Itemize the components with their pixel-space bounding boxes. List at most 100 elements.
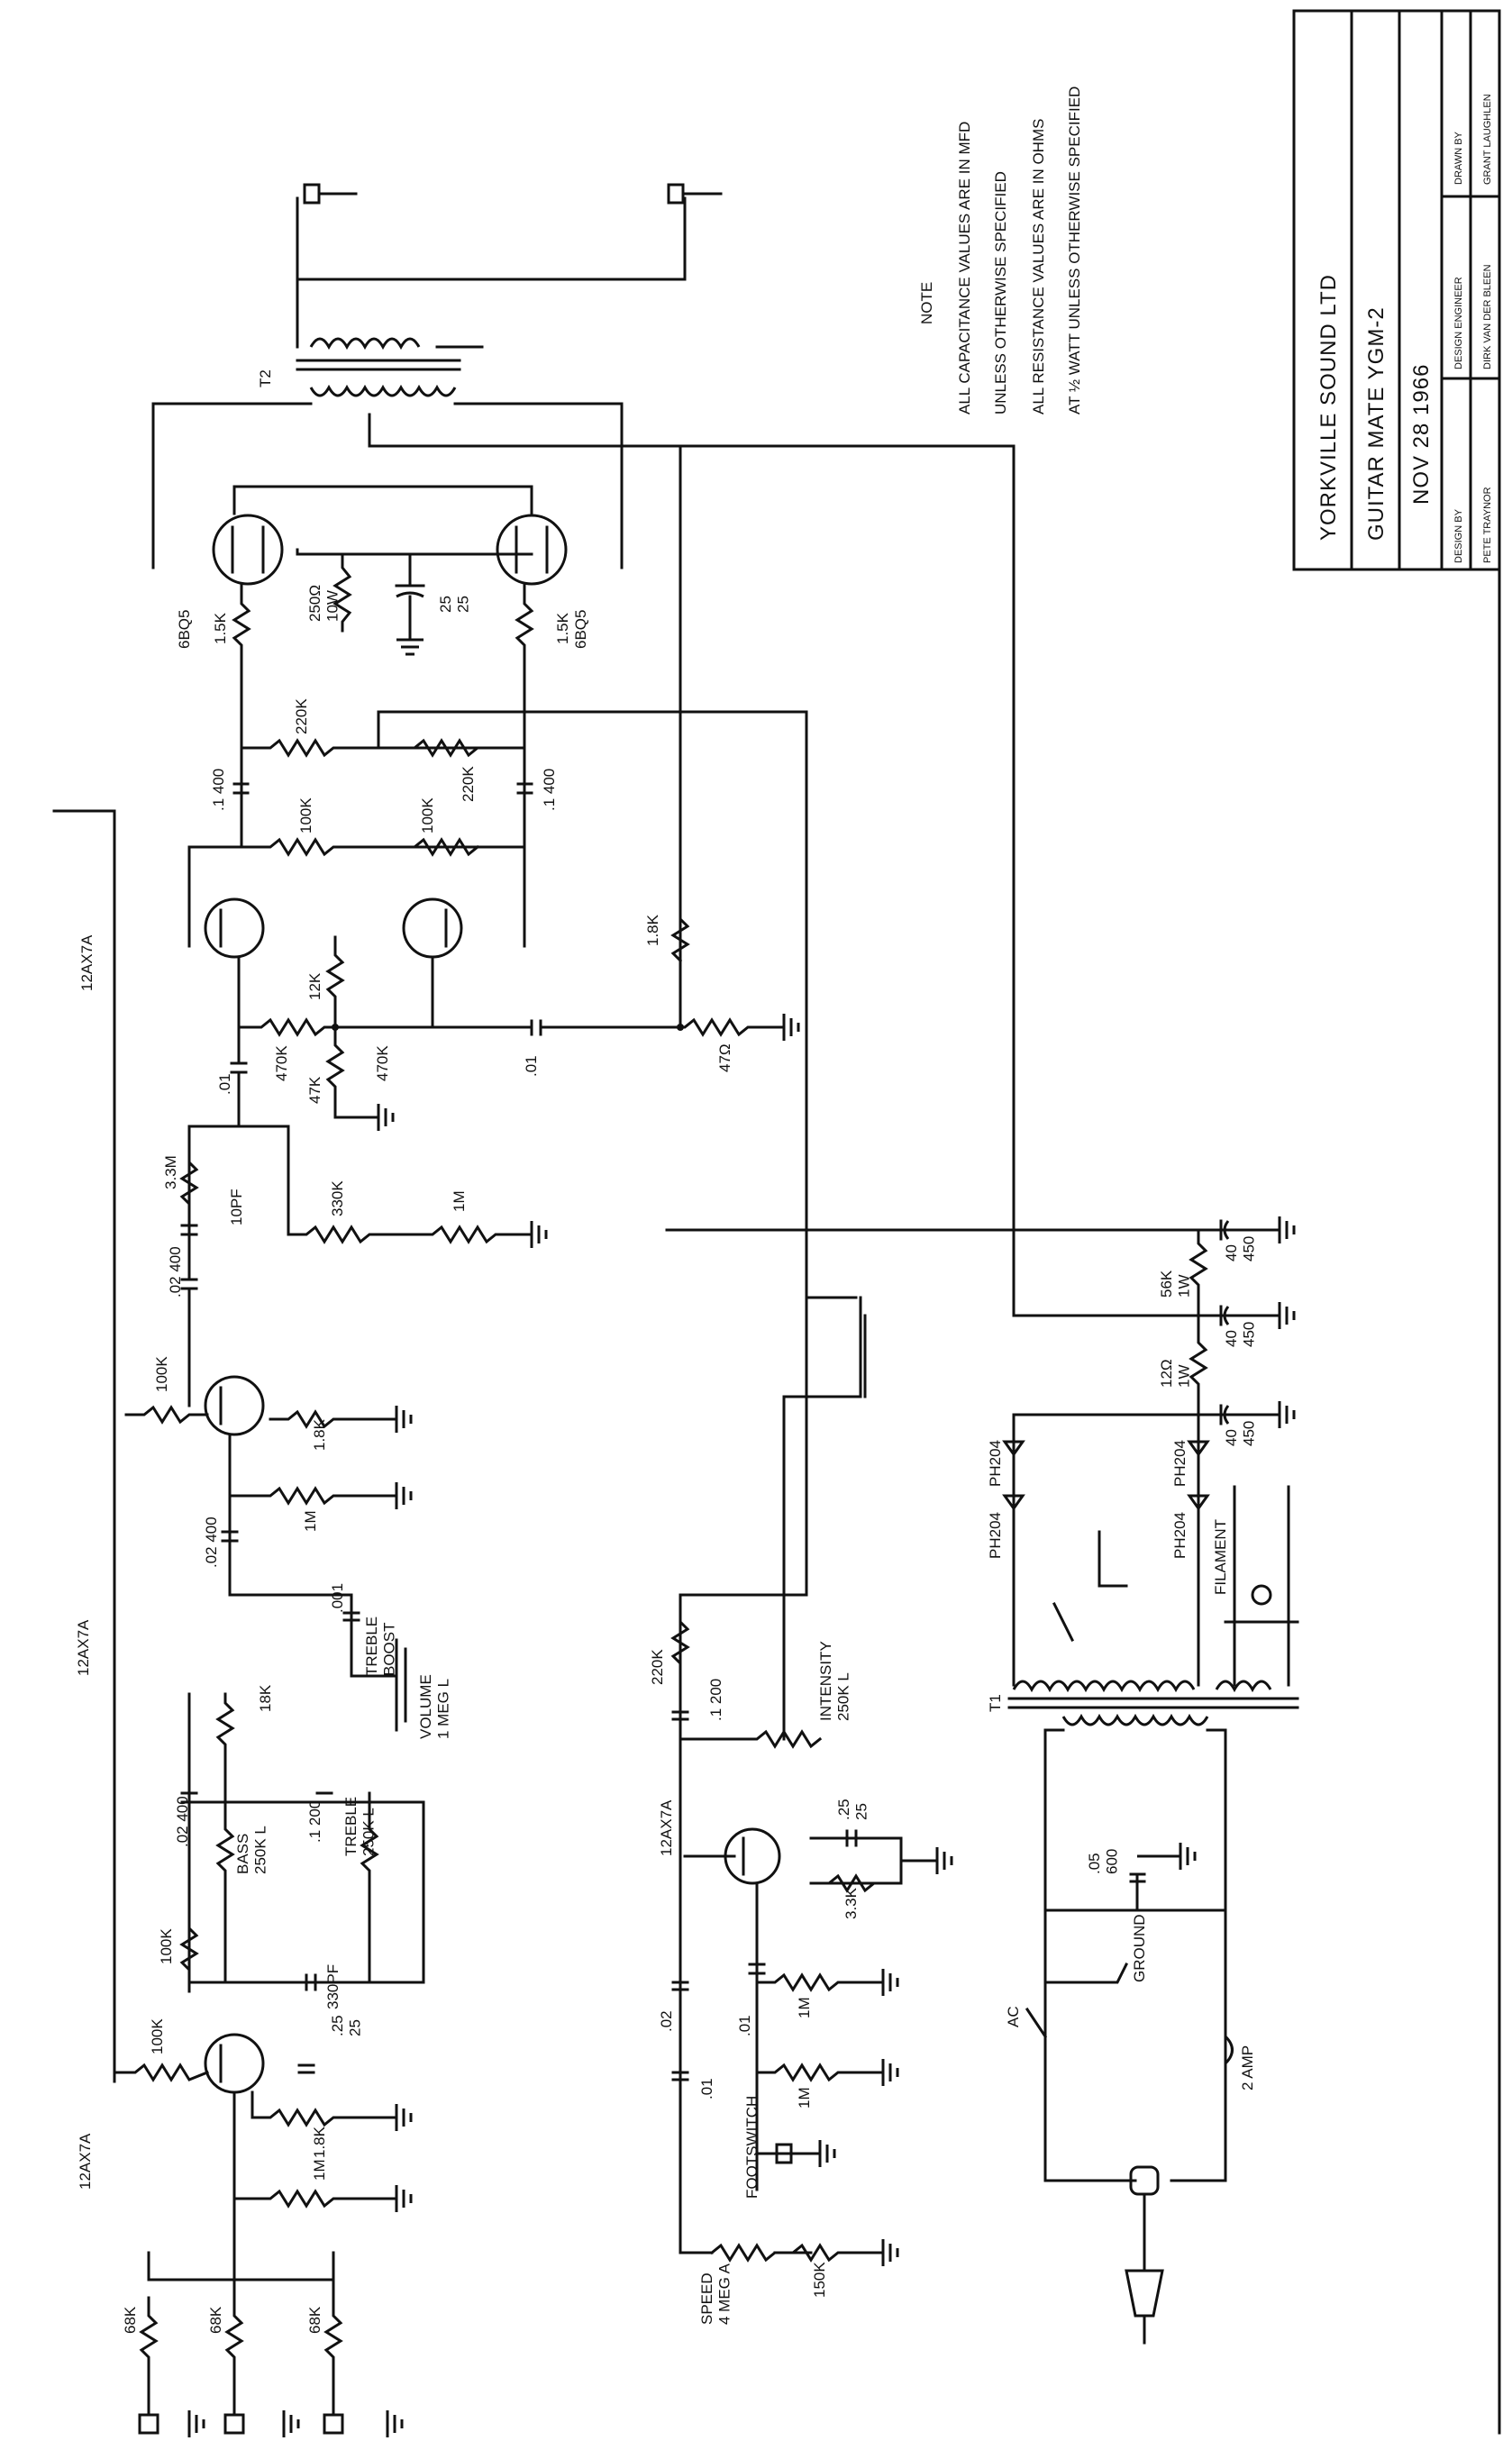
- mains-cap-label: .05600: [1086, 1849, 1121, 1874]
- pi-type: 12AX7A: [78, 934, 96, 991]
- treble-pot-label: TREBLE250K L: [342, 1797, 378, 1856]
- filter-r2-label: 12Ω1W: [1158, 1359, 1193, 1388]
- decoupling-r-label: 1.8K: [644, 914, 661, 946]
- ac-label: AC: [1005, 2006, 1022, 2027]
- pi-plate-r1-label: 100K: [297, 797, 314, 833]
- note-heading: NOTE: [918, 282, 935, 324]
- output-tube-2: 6BQ5: [496, 514, 589, 649]
- pi-r4-label: 47Ω: [716, 1043, 733, 1072]
- v1-plate-r2-label: 100K: [149, 2018, 166, 2054]
- input-jacks: 68K 68K 68K: [122, 2251, 404, 2437]
- cathode-resistor-label: 250Ω10W: [306, 585, 342, 622]
- bias-resistors: 220K 220K .1 400 .1 400: [210, 692, 808, 1299]
- tone-r-label: 18K: [257, 1684, 274, 1712]
- volume-label: VOLUME1 MEG L: [417, 1674, 452, 1739]
- footswitch-label: FOOTSWITCH: [743, 2096, 761, 2199]
- drafter-name: GRANT LAUGHLEN: [1482, 94, 1493, 185]
- v1b-c-label: .02 400: [203, 1517, 220, 1568]
- coupling-c3-label: .1 400: [541, 769, 558, 811]
- pi-cathode-network: 12K 470K 470K 47K .01 47Ω 1.8K: [237, 444, 800, 1131]
- output-tube-1: 6BQ5: [176, 514, 284, 649]
- trem-c3-label: .02: [658, 2010, 675, 2032]
- designer-name: PETE TRAYNOR: [1482, 487, 1493, 563]
- div-r3-label: 1M: [451, 1190, 468, 1212]
- note-line-3: ALL RESISTANCE VALUES ARE IN OHMS: [1030, 119, 1047, 414]
- t1-label: T1: [987, 1694, 1004, 1712]
- trem-c4-label: .01: [736, 2015, 753, 2036]
- bass-pot-label: BASS250K L: [234, 1826, 269, 1874]
- t2-label: T2: [257, 369, 274, 387]
- power-transformer: T1 GROUND .05600 AC 2 AMP: [987, 1680, 1299, 2345]
- input-r1-label: 68K: [122, 2306, 139, 2334]
- trem-r2-label: 3.3K: [843, 1887, 860, 1919]
- ground-label: GROUND: [1131, 1914, 1148, 1982]
- v1-cathode-c-label: .2525: [329, 2015, 364, 2036]
- output-jacks: [296, 183, 723, 281]
- header-design-engineer: DESIGN ENGINEER: [1453, 277, 1464, 369]
- v1-cathode-r-label: 1.8K: [311, 2126, 328, 2158]
- screen-r1-label: 1.5K: [212, 612, 229, 644]
- trem-c2-label: .2525: [835, 1799, 870, 1820]
- v1-plate-r-label: 100K: [158, 1928, 175, 1964]
- title-block: YORKVILLE SOUND LTD GUITAR MATE YGM-2 NO…: [1292, 9, 1501, 571]
- diode-1-label: PH204: [987, 1512, 1004, 1559]
- power-supply: 56K1W 12Ω1W 40450 40450 40450 PH204 PH20…: [665, 1216, 1299, 1687]
- trem-tube-type: 12AX7A: [658, 1799, 675, 1856]
- coupling-c-label: .02 400: [167, 1246, 184, 1298]
- grid-r2-label: 220K: [460, 766, 477, 802]
- screen-resistors: 1.5K 1.5K: [212, 584, 571, 696]
- output-transformer: T2: [151, 278, 1016, 1317]
- input-r2-label: 68K: [207, 2306, 224, 2334]
- preamp-v1a: 100K 12AX7A 1.8K .2525 1M: [52, 809, 413, 2282]
- plate-bus: [232, 485, 533, 517]
- v1b-type: 12AX7A: [75, 1619, 92, 1676]
- filter-cap-1-label: 40450: [1223, 1236, 1258, 1261]
- pi-c2-label: .01: [523, 1055, 540, 1077]
- tremolo-oscillator: 220K .1 200 INTENSITY250K L 12AX7A 3.3K …: [649, 1296, 953, 2325]
- header-drawn-by: DRAWN BY: [1453, 131, 1464, 185]
- input-r3-label: 68K: [306, 2306, 323, 2334]
- speed-label: SPEED4 MEG A: [698, 2263, 733, 2325]
- note-line-2: UNLESS OTHERWISE SPECIFIED: [992, 171, 1009, 414]
- trem-r4-label: 1M: [796, 2087, 813, 2109]
- pi-plate-r2-label: 100K: [419, 797, 436, 833]
- trem-r5-label: 150K: [811, 2262, 828, 2298]
- diode-2-label: PH204: [987, 1440, 1004, 1487]
- header-design-by: DESIGN BY: [1453, 508, 1464, 563]
- intensity-label: INTENSITY250K L: [817, 1641, 852, 1721]
- treble-boost-label: TREBLEBOOST: [363, 1617, 398, 1676]
- fuse-label: 2 AMP: [1239, 2045, 1256, 2090]
- preamp-v1b: .02 400 100K 1.8K 1M .02 400 12AX7A: [75, 1233, 413, 1676]
- diode-3-label: PH204: [1171, 1512, 1189, 1559]
- tone-c3-label: 330PF: [324, 1964, 342, 2009]
- pi-r1-label: 470K: [273, 1045, 290, 1081]
- pi-plate-resistors: 100K 100K: [187, 797, 526, 948]
- screen-r2-label: 1.5K: [554, 612, 571, 644]
- tone-c1-label: .02 400: [174, 1796, 191, 1847]
- diode-4-label: PH204: [1171, 1440, 1189, 1487]
- boost-cap-label: .001: [329, 1583, 346, 1613]
- div-r1-label: 3.3M: [162, 1155, 179, 1189]
- grid-r1-label: 220K: [293, 698, 310, 734]
- cathode-network: 250Ω10W 2525: [296, 548, 533, 656]
- tone-c2-label: .1 200: [306, 1800, 323, 1843]
- pi-r3-label: 47K: [306, 1076, 323, 1104]
- pi-c-label: .01: [216, 1073, 233, 1095]
- trem-c1-label: .1 200: [707, 1679, 724, 1721]
- pi-input-divider: .01 3.3M 10PF 330K 1M: [162, 1025, 548, 1248]
- filter-cap-2-label: 40450: [1223, 1322, 1258, 1347]
- pi-r2-label: 470K: [374, 1045, 391, 1081]
- cathode-cap-label: 2525: [437, 596, 472, 613]
- filament-label: FILAMENT: [1212, 1519, 1229, 1595]
- coupling-c2-label: .1 400: [210, 769, 227, 811]
- trem-r3-label: 1M: [796, 1997, 813, 2018]
- note-line-1: ALL CAPACITANCE VALUES ARE IN MFD: [956, 122, 973, 414]
- model-name: GUITAR MATE YGM-2: [1364, 306, 1389, 541]
- company-name: YORKVILLE SOUND LTD: [1316, 274, 1341, 541]
- trem-r1-label: 220K: [649, 1649, 666, 1685]
- note-line-4: AT ½ WATT UNLESS OTHERWISE SPECIFIED: [1066, 87, 1083, 414]
- drawing-date: NOV 28 1966: [1409, 364, 1434, 505]
- div-c-label: 10PF: [228, 1189, 245, 1225]
- tone-stack: .001 VOLUME1 MEG L TREBLEBOOST 18K BASS2…: [158, 1583, 452, 2009]
